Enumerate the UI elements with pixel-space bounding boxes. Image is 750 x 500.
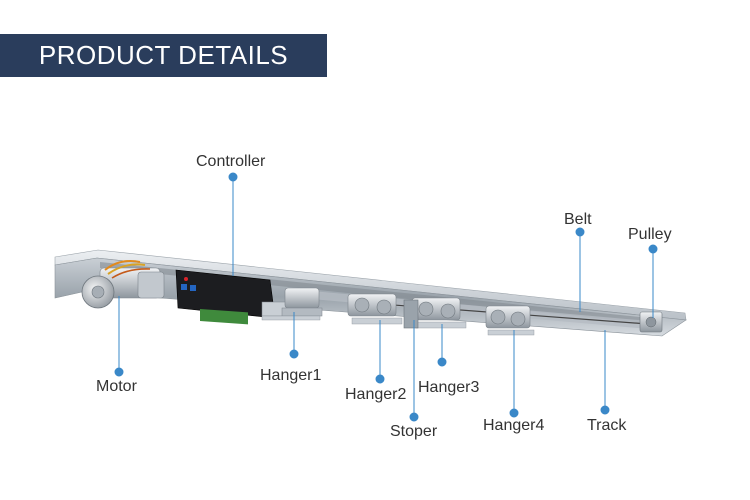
- controller-dot: [228, 172, 238, 182]
- label-stoper: Stoper: [390, 423, 438, 440]
- label-hanger4: Hanger4: [483, 417, 545, 434]
- track-dot: [600, 405, 610, 415]
- hanger-4: [485, 305, 535, 336]
- motor-assembly: [81, 260, 165, 309]
- hanger3-dot: [437, 357, 447, 367]
- hanger-2: [347, 293, 403, 325]
- label-belt: Belt: [564, 211, 592, 228]
- label-hanger1: Hanger1: [260, 367, 322, 384]
- label-hanger2: Hanger2: [345, 386, 407, 403]
- motor-dot: [114, 367, 124, 377]
- label-hanger3: Hanger3: [418, 379, 480, 396]
- belt-dot: [575, 227, 585, 237]
- hanger-1: [261, 287, 323, 321]
- label-controller: Controller: [196, 153, 266, 170]
- label-pulley: Pulley: [628, 226, 672, 243]
- page-title: PRODUCT DETAILS: [38, 40, 289, 70]
- hanger-3: [411, 297, 467, 329]
- stoper-dot: [409, 412, 419, 422]
- hanger4-dot: [509, 408, 519, 418]
- pulley-block: [639, 311, 663, 333]
- pulley-dot: [648, 244, 658, 254]
- hanger1-dot: [289, 349, 299, 359]
- header-banner: PRODUCT DETAILS: [0, 34, 327, 77]
- label-track: Track: [587, 417, 627, 434]
- stoper-block: [403, 299, 419, 329]
- hanger2-dot: [375, 374, 385, 384]
- label-motor: Motor: [96, 378, 137, 395]
